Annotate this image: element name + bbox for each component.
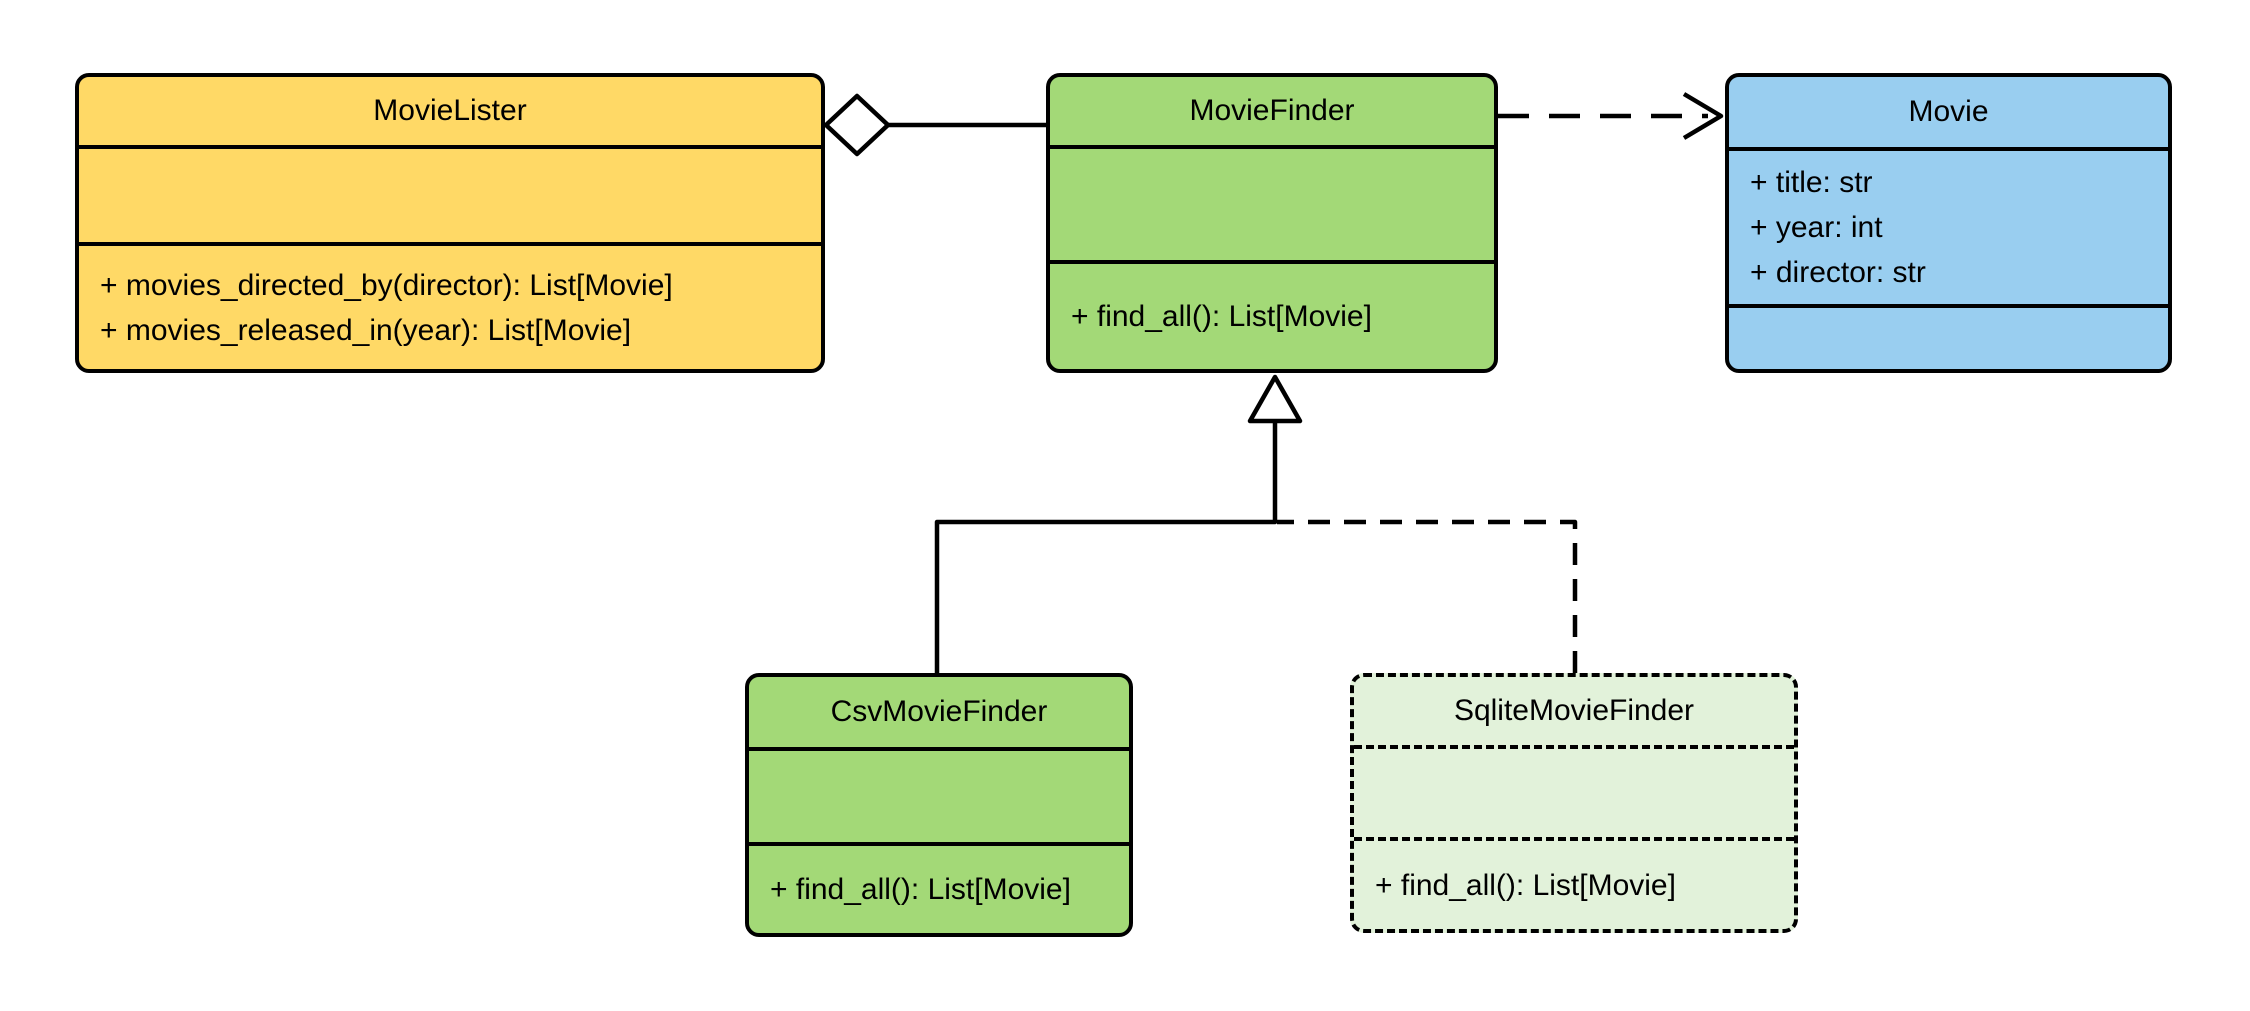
class-name-label: CsvMovieFinder	[830, 695, 1048, 728]
class-methods-compartment	[1729, 304, 2168, 369]
method-label: + find_all(): List[Movie]	[1071, 300, 1372, 333]
method-label: + find_all(): List[Movie]	[770, 873, 1071, 906]
class-title-compartment: CsvMovieFinder	[749, 677, 1129, 747]
method-label: + movies_released_in(year): List[Movie]	[100, 313, 632, 347]
class-csvmoviefinder: CsvMovieFinder + find_all(): List[Movie]	[745, 673, 1133, 937]
class-title-compartment: SqliteMovieFinder	[1354, 677, 1794, 745]
attribute-label: + title: str	[1750, 166, 1873, 199]
class-movielister: MovieLister + movies_directed_by(directo…	[75, 73, 825, 373]
class-methods-compartment: + find_all(): List[Movie]	[1050, 260, 1494, 369]
class-methods-compartment: + find_all(): List[Movie]	[1354, 837, 1794, 929]
generalization-dashed-line	[1277, 519, 1578, 673]
class-fields-compartment	[79, 145, 821, 242]
attribute-label: + director: str	[1750, 256, 1926, 289]
class-title-compartment: MovieFinder	[1050, 77, 1494, 145]
class-fields-compartment	[1354, 745, 1794, 837]
method-label: + find_all(): List[Movie]	[1375, 868, 1676, 902]
class-name-label: MovieFinder	[1189, 94, 1355, 127]
class-sqlitemoviefinder: SqliteMovieFinder + find_all(): List[Mov…	[1350, 673, 1798, 933]
class-name-label: SqliteMovieFinder	[1453, 694, 1695, 727]
class-fields-compartment	[1050, 145, 1494, 260]
class-movie: Movie + title: str + year: int + directo…	[1725, 73, 2172, 373]
class-methods-compartment: + find_all(): List[Movie]	[749, 842, 1129, 933]
class-title-compartment: Movie	[1729, 77, 2168, 147]
method-label: + movies_directed_by(director): List[Mov…	[100, 268, 673, 302]
hollow-diamond-marker	[823, 93, 891, 157]
class-fields-compartment	[749, 747, 1129, 842]
class-moviefinder: MovieFinder + find_all(): List[Movie]	[1046, 73, 1498, 373]
class-name-label: MovieLister	[373, 94, 527, 127]
attribute-label: + year: int	[1750, 211, 1883, 244]
class-name-label: Movie	[1908, 95, 1989, 128]
class-fields-compartment: + title: str + year: int + director: str	[1729, 147, 2168, 304]
generalization-line	[934, 421, 1278, 673]
class-methods-compartment: + movies_directed_by(director): List[Mov…	[79, 242, 821, 369]
class-title-compartment: MovieLister	[79, 77, 821, 145]
hollow-triangle-marker	[1247, 374, 1303, 424]
open-arrow-marker	[1682, 92, 1724, 140]
